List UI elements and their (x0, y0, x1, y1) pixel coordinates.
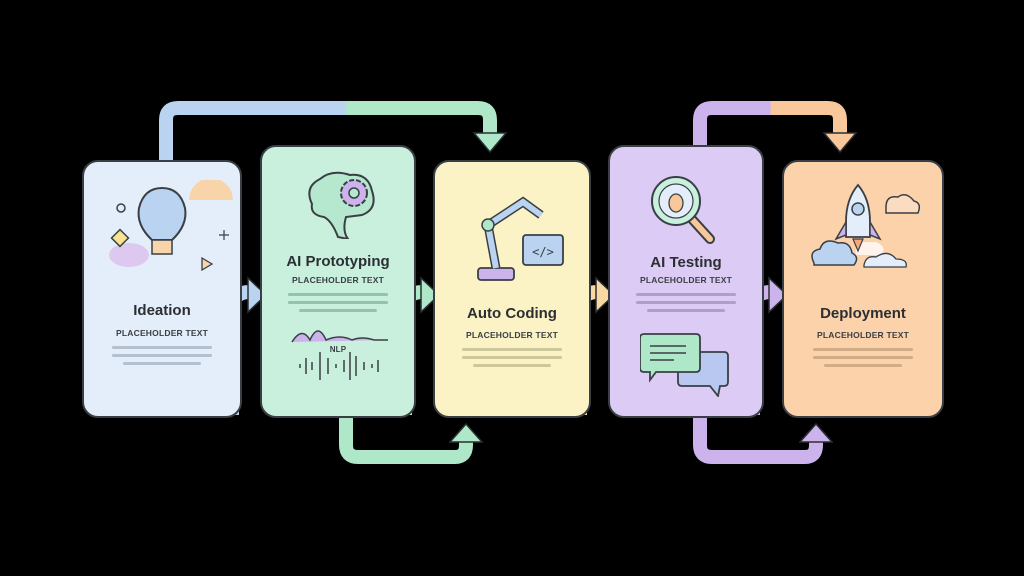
stage-title: AI Testing (650, 254, 722, 271)
placeholder-lines (784, 348, 942, 372)
brain-gear-icon (308, 171, 375, 239)
stage-title: Auto Coding (467, 305, 557, 322)
bottom-arrow-testing-to-deployment (693, 410, 834, 464)
stage-subtitle: PLACEHOLDER TEXT (466, 330, 558, 340)
chat-bubbles-icon (640, 333, 729, 397)
placeholder-lines (262, 293, 414, 317)
stage-card-ideation: Ideation PLACEHOLDER TEXT (82, 160, 242, 418)
stage-subtitle: PLACEHOLDER TEXT (292, 275, 384, 285)
robot-arm-icon: </> (477, 196, 564, 281)
bottom-arrow-prototyping-to-coding (339, 410, 484, 464)
stage-subtitle: PLACEHOLDER TEXT (640, 275, 732, 285)
placeholder-lines (610, 293, 762, 317)
stage-card-ai-testing: AI Testing PLACEHOLDER TEXT (608, 145, 764, 418)
stage-card-auto-coding: </> Auto Coding PLACEHOLDER TEXT (433, 160, 591, 418)
lightbulb-icon (109, 180, 233, 272)
stage-subtitle: PLACEHOLDER TEXT (817, 330, 909, 340)
stage-title: Ideation (133, 302, 191, 319)
svg-text:</>: </> (532, 245, 554, 259)
stage-card-ai-prototyping: AI Prototyping PLACEHOLDER TEXT NLP (260, 145, 416, 418)
stage-title: AI Prototyping (286, 253, 390, 270)
top-arrow-testing-to-deployment (693, 101, 858, 154)
stage-title: Deployment (820, 305, 906, 322)
placeholder-lines (84, 346, 240, 370)
stage-card-deployment: Deployment PLACEHOLDER TEXT (782, 160, 944, 418)
waveform-icon (291, 330, 388, 380)
rocket-icon (811, 183, 921, 268)
stage-subtitle: PLACEHOLDER TEXT (116, 328, 208, 338)
bug-magnifier-icon (651, 176, 715, 244)
placeholder-lines (435, 348, 589, 372)
top-arrow-ideation-to-coding (159, 101, 508, 165)
nlp-label: NLP (329, 345, 347, 354)
